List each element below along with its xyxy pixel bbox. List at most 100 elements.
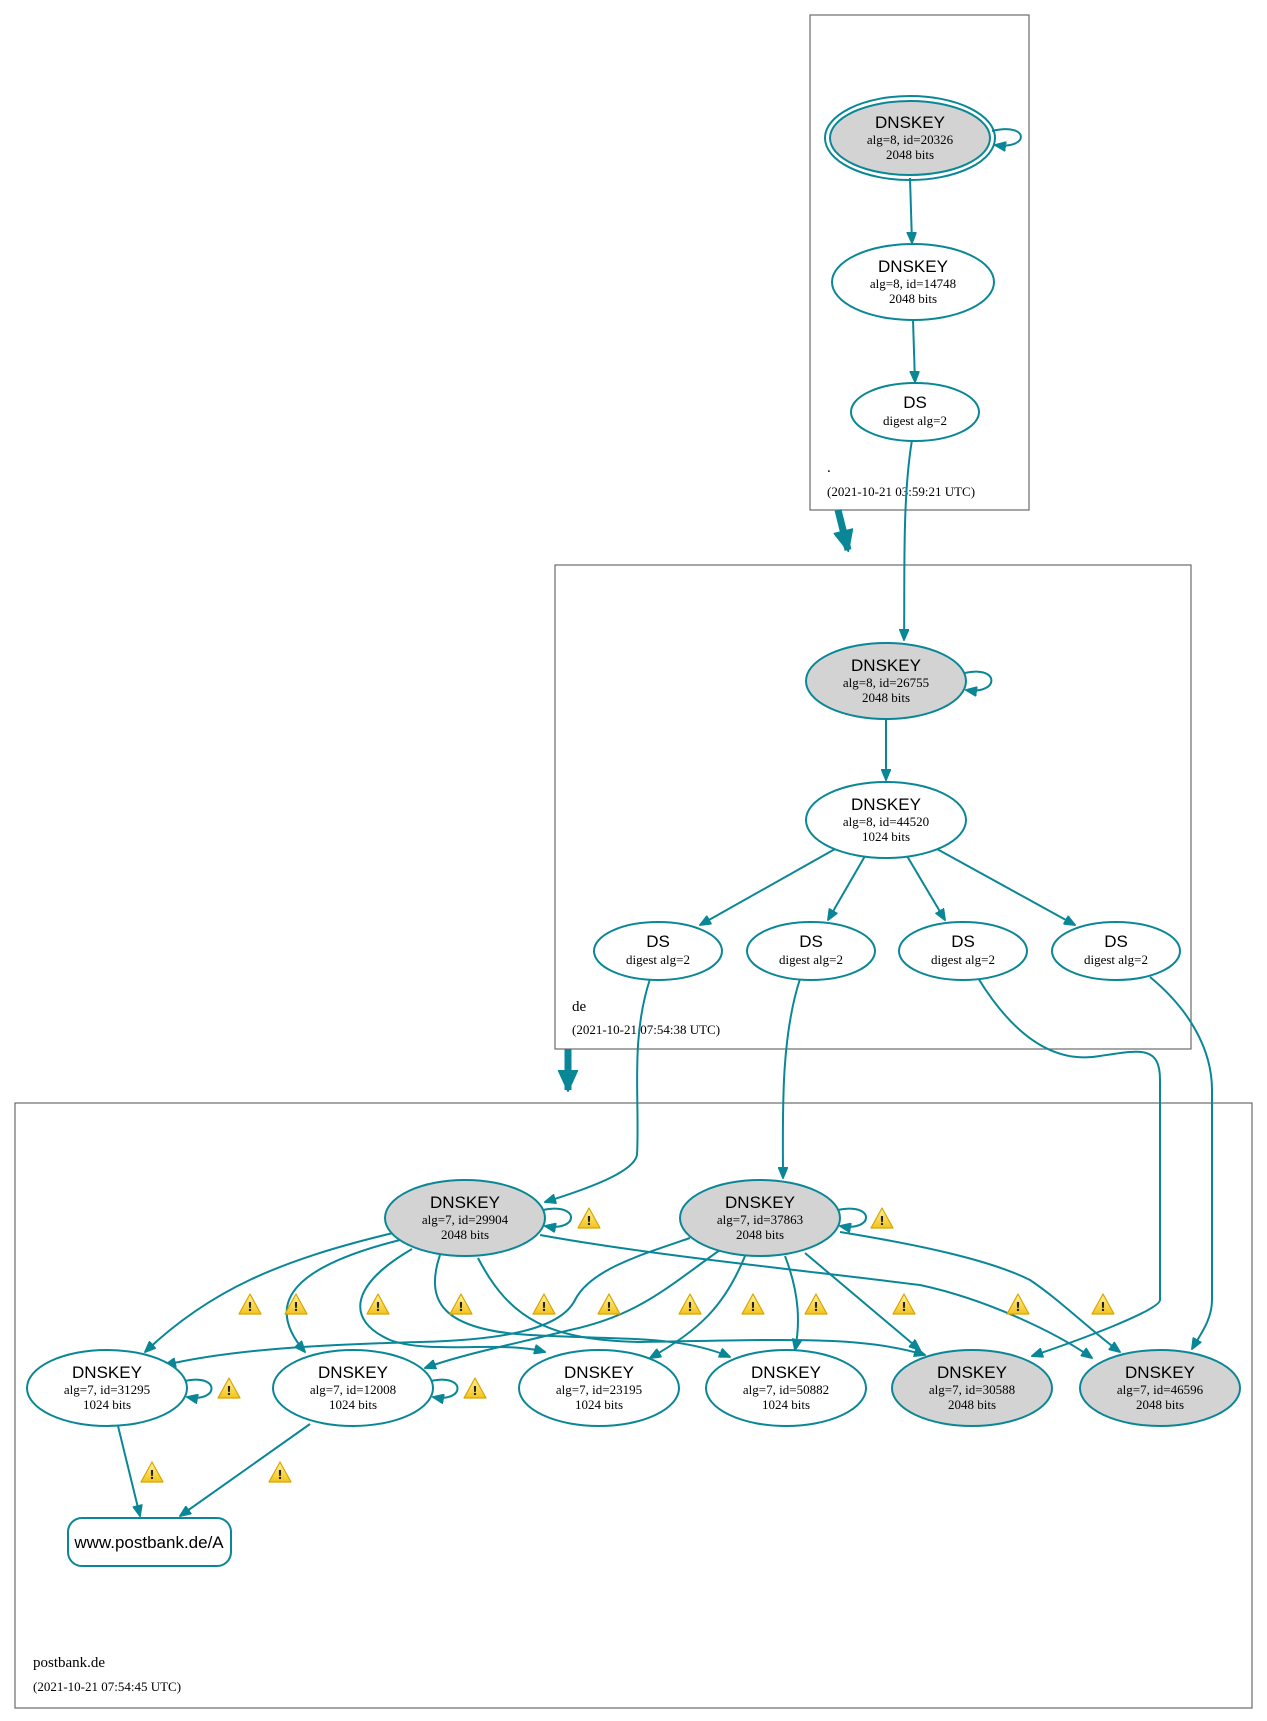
warnings: !!!!!!!!!!!!!!!!!! [140,1207,1115,1483]
node-pb-23195-shape [518,1349,680,1427]
node-pb-29904-type: DNSKEY [430,1193,500,1212]
warning-triangle [597,1293,621,1315]
edge-pb-29904-to-50882 [433,1254,730,1357]
node-pb-12008-shape [272,1349,434,1427]
node-pb-37863[interactable]: DNSKEY alg=7, id=37863 2048 bits [679,1179,841,1257]
warning-icon[interactable]: ! [577,1207,601,1229]
node-pb-37863-info: alg=7, id=37863 [717,1212,803,1227]
edge-de-zsk-to-ds2 [828,855,866,920]
node-pb-12008-bits: 1024 bits [329,1397,377,1412]
node-de-ksk-type: DNSKEY [851,656,921,675]
node-pb-31295[interactable]: DNSKEY alg=7, id=31295 1024 bits [26,1349,188,1427]
zone-box-root [809,14,1030,511]
edge-root-ksk-to-zsk [910,177,912,243]
edge-de-zsk-to-ds3 [906,855,945,920]
warning-icon[interactable]: ! [597,1293,621,1315]
edge-de-ds4-to-pb-46596 [1149,976,1213,1349]
node-rrset-www-postbank-a[interactable]: www.postbank.de/A [67,1517,232,1567]
warning-icon[interactable]: ! [366,1293,390,1315]
warning-icon[interactable]: ! [741,1293,765,1315]
edge-root-ksk-self [991,128,1022,145]
warning-icon[interactable]: ! [804,1293,828,1315]
node-pb-46596[interactable]: DNSKEY alg=7, id=46596 2048 bits [1079,1349,1241,1427]
node-pb-37863-shape [679,1179,841,1257]
node-de-ds-2[interactable]: DS digest alg=2 [746,921,876,981]
node-pb-12008-info: alg=7, id=12008 [310,1382,396,1397]
zone-box-postbank [14,1102,1253,1709]
warning-triangle [1006,1293,1030,1315]
warning-triangle [238,1293,262,1315]
edge-pb-29904-to-30588 [477,1257,925,1355]
node-pb-50882[interactable]: DNSKEY alg=7, id=50882 1024 bits [705,1349,867,1427]
node-de-zsk[interactable]: DNSKEY alg=8, id=44520 1024 bits [805,781,967,859]
warning-icon[interactable]: ! [678,1293,702,1315]
node-de-ds-1-shape [593,921,723,981]
edge-de-ds2-to-pb-37863 [783,978,801,1178]
warning-icon[interactable]: ! [1006,1293,1030,1315]
node-pb-31295-bits: 1024 bits [83,1397,131,1412]
edges [117,128,1213,1516]
node-de-ds-4[interactable]: DS digest alg=2 [1051,921,1181,981]
node-de-ds-3[interactable]: DS digest alg=2 [898,921,1028,981]
zone-name-de: de [572,999,587,1015]
edge-root-ds-to-de-ksk [904,439,913,640]
node-pb-29904-info: alg=7, id=29904 [422,1212,509,1227]
node-pb-31295-info: alg=7, id=31295 [64,1382,150,1397]
warning-icon[interactable]: ! [449,1293,473,1315]
node-de-ds-1[interactable]: DS digest alg=2 [593,921,723,981]
edge-de-ksk-self [965,670,993,691]
warning-icon[interactable]: ! [238,1293,262,1315]
warning-icon[interactable]: ! [870,1207,894,1229]
node-root-ksk[interactable]: DNSKEY alg=8, id=20326 2048 bits [824,95,996,181]
warning-icon[interactable]: ! [268,1461,292,1483]
node-pb-29904-bits: 2048 bits [441,1227,489,1242]
warning-icon[interactable]: ! [217,1377,241,1399]
delegation-root-to-de [838,509,848,550]
warning-triangle [804,1293,828,1315]
delegation-arrows [568,509,848,1090]
warning-triangle [140,1461,164,1483]
node-root-zsk[interactable]: DNSKEY alg=8, id=14748 2048 bits [831,243,995,321]
node-root-ksk-info: alg=8, id=20326 [867,132,954,147]
node-pb-23195-info: alg=7, id=23195 [556,1382,642,1397]
node-pb-46596-info: alg=7, id=46596 [1117,1382,1204,1397]
node-pb-30588[interactable]: DNSKEY alg=7, id=30588 2048 bits [891,1349,1053,1427]
warning-triangle [892,1293,916,1315]
edge-pb-37863-to-46596 [839,1231,1120,1352]
warning-glyph: ! [247,1300,252,1314]
node-de-ds-3-info: digest alg=2 [931,952,995,967]
node-pb-29904-shape [384,1179,546,1257]
warning-glyph: ! [1100,1300,1105,1314]
zone-box-de [554,564,1192,1050]
warning-icon[interactable]: ! [140,1461,164,1483]
warning-glyph: ! [813,1300,818,1314]
node-pb-23195[interactable]: DNSKEY alg=7, id=23195 1024 bits [518,1349,680,1427]
node-de-ksk[interactable]: DNSKEY alg=8, id=26755 2048 bits [805,642,967,720]
warning-icon[interactable]: ! [1091,1293,1115,1315]
node-de-ds-4-type: DS [1104,932,1128,951]
node-de-ds-3-shape [898,921,1028,981]
node-pb-50882-type: DNSKEY [751,1363,821,1382]
warning-triangle [217,1377,241,1399]
warning-glyph: ! [750,1300,755,1314]
edge-pb-29904-to-12008 [285,1239,401,1352]
warning-icon[interactable]: ! [892,1293,916,1315]
node-root-zsk-type: DNSKEY [878,257,948,276]
node-pb-23195-type: DNSKEY [564,1363,634,1382]
warning-glyph: ! [901,1300,906,1314]
node-de-zsk-type: DNSKEY [851,795,921,814]
node-root-ds[interactable]: DS digest alg=2 [850,382,980,442]
edge-pb-37863-to-31295 [165,1237,691,1365]
warning-icon[interactable]: ! [463,1377,487,1399]
warning-icon[interactable]: ! [532,1293,556,1315]
node-pb-12008[interactable]: DNSKEY alg=7, id=12008 1024 bits [272,1349,434,1427]
warning-icon[interactable]: ! [284,1293,308,1315]
zone-name-root: . [827,460,831,476]
warning-triangle [366,1293,390,1315]
edge-pb-29904-to-31295 [145,1232,394,1352]
node-pb-29904[interactable]: DNSKEY alg=7, id=29904 2048 bits [384,1179,546,1257]
node-pb-30588-type: DNSKEY [937,1363,1007,1382]
warning-glyph: ! [293,1300,298,1314]
node-rrset-shape [67,1517,232,1567]
node-pb-31295-shape [26,1349,188,1427]
